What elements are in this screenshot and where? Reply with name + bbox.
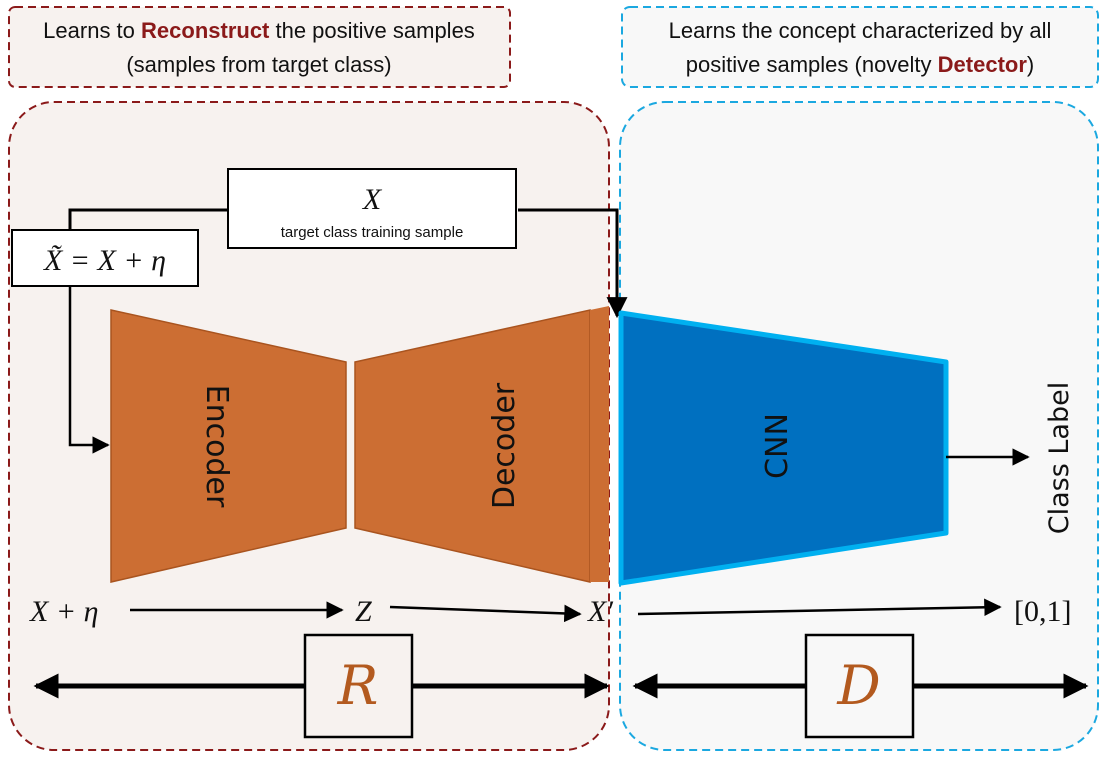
caption-right-prefix: positive samples (novelty	[686, 52, 938, 77]
decoder-block-extension	[590, 306, 609, 582]
reconstructor-module-box	[303, 633, 414, 739]
input-to-cnn-arrow	[518, 208, 628, 319]
caption-left-line2: (samples from target class)	[126, 52, 391, 77]
flow-arrow-reconstruction-to-output	[637, 598, 1002, 617]
flow-reconstruction: X′	[587, 595, 613, 628]
cnn-label: CNN	[760, 413, 795, 479]
noise-equation: X̃ = X + η	[43, 244, 166, 277]
flow-output: [0,1]	[1014, 595, 1071, 628]
cnn-block	[618, 310, 949, 586]
encoder-label: Encoder	[199, 385, 234, 508]
detector-caption-box: Learns the concept characterized by all …	[621, 6, 1099, 88]
detector-module-box	[804, 633, 915, 739]
svg-text:Learns to Reconstruct the posi: Learns to Reconstruct the positive sampl…	[43, 18, 475, 43]
encoder-block	[110, 309, 347, 583]
svg-text:positive samples (novelty Dete: positive samples (novelty Detector)	[686, 52, 1034, 77]
reconstructor-symbol: R	[337, 654, 379, 717]
caption-right-suffix: )	[1027, 52, 1034, 77]
noise-to-encoder-arrow	[68, 285, 110, 454]
flow-arrow-latent-to-reconstruction	[389, 604, 582, 623]
decoder-label: Decoder	[487, 382, 522, 509]
caption-left-prefix: Learns to	[43, 18, 141, 43]
caption-left-suffix: the positive samples	[269, 18, 474, 43]
reconstruct-caption-box: Learns to Reconstruct the positive sampl…	[8, 6, 511, 88]
caption-right-bold: Detector	[938, 52, 1028, 77]
training-sample-box: X target class training sample	[227, 168, 517, 249]
class-label-text: Class Label	[1044, 382, 1075, 534]
input-to-noise-connector	[68, 208, 228, 230]
caption-right-line1: Learns the concept characterized by all	[669, 18, 1052, 43]
flow-input: X + η	[29, 595, 98, 628]
caption-left-bold: Reconstruct	[141, 18, 270, 43]
noise-equation-box: X̃ = X + η	[11, 229, 199, 287]
detector-symbol: D	[836, 654, 880, 717]
flow-latent: Z	[355, 595, 372, 628]
input-symbol: X	[362, 183, 383, 216]
input-caption: target class training sample	[281, 224, 464, 241]
